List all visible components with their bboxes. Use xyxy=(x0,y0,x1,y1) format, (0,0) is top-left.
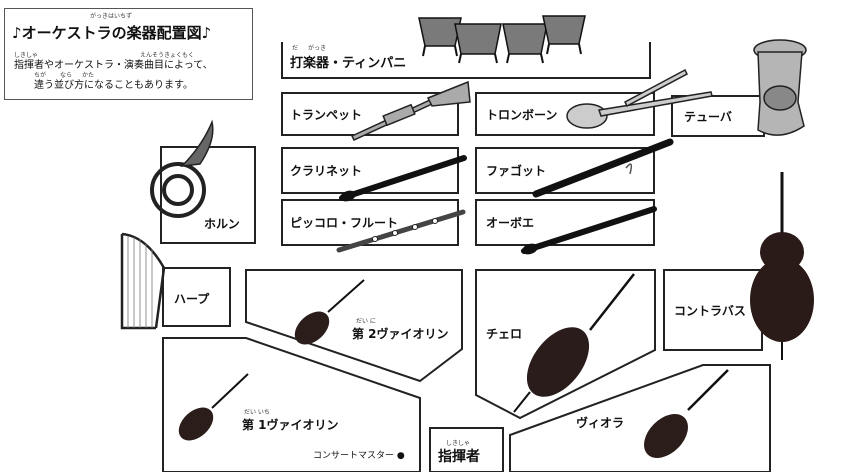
contrabass-label: コントラバス xyxy=(674,304,746,318)
violin-icon xyxy=(294,279,365,345)
horn-icon xyxy=(150,119,214,218)
viola-label: ヴィオラ xyxy=(576,416,625,430)
conductor-label: 指揮者 xyxy=(438,449,480,465)
contrabass-icon xyxy=(750,172,814,360)
clarinet-icon xyxy=(339,155,467,202)
cello-icon xyxy=(513,273,635,413)
trumpet-icon xyxy=(350,80,471,141)
conductor-box xyxy=(429,427,504,472)
oboe-box xyxy=(475,199,655,246)
subtitle-2-ruby-c: かた xyxy=(82,72,95,79)
tuba-icon xyxy=(753,39,807,136)
trumpet-label: トランペット xyxy=(290,108,363,122)
trombone-box xyxy=(475,92,655,136)
viola-box xyxy=(509,364,771,472)
clarinet-label: クラリネット xyxy=(290,164,363,178)
harp-label: ハープ xyxy=(174,292,210,306)
trumpet-box xyxy=(281,92,459,136)
title-box xyxy=(4,8,253,100)
flute-icon xyxy=(336,209,466,253)
oboe-label: オーボエ xyxy=(486,216,535,230)
percussion-ruby-a: だ xyxy=(292,45,299,52)
violin2-box xyxy=(245,269,463,383)
harp-icon xyxy=(120,232,166,330)
violin2-ruby: だい に xyxy=(356,318,376,325)
flute-label: ピッコロ・フルート xyxy=(290,216,399,230)
percussion-label: 打楽器・ティンパニ xyxy=(290,56,407,71)
violin2-label: 第 2ヴァイオリン xyxy=(352,327,449,341)
violin1-box xyxy=(162,337,421,472)
trombone-icon xyxy=(566,68,713,129)
tuba-label: テューバ xyxy=(684,110,732,124)
timpani-icon xyxy=(418,15,586,64)
concertmaster-label: コンサートマスター ● xyxy=(313,451,405,461)
conductor-ruby: しきしゃ xyxy=(446,440,471,447)
viola-icon xyxy=(644,369,729,458)
subtitle-line-2: 違う並び方になることもあります。 xyxy=(34,80,193,91)
subtitle-1-ruby-a: しきしゃ xyxy=(14,52,39,59)
title-ruby: がっきはいちず xyxy=(90,13,133,20)
trombone-label: トロンボーン xyxy=(486,108,558,122)
cello-box xyxy=(475,269,656,420)
subtitle-2-ruby-b: なら xyxy=(60,72,73,79)
violin-icon xyxy=(178,373,249,441)
cello-label: チェロ xyxy=(486,327,523,341)
bassoon-box xyxy=(475,147,655,194)
violin1-label: 第 1ヴァイオリン xyxy=(242,418,339,432)
harp-box xyxy=(162,267,231,327)
bassoon-icon xyxy=(532,138,674,198)
subtitle-line-1: 指揮者やオーケストラ・演奏曲目によって、 xyxy=(14,60,213,71)
flute-box xyxy=(281,199,459,246)
horn-label: ホルン xyxy=(204,217,240,231)
percussion-ruby-b: がっき xyxy=(308,45,327,52)
bassoon-label: ファゴット xyxy=(486,164,547,178)
percussion-box xyxy=(281,42,651,79)
title: ♪オーケストラの楽器配置図♪ xyxy=(12,24,212,42)
violin1-ruby: だい いち xyxy=(244,409,270,416)
clarinet-box xyxy=(281,147,459,194)
subtitle-2-ruby-a: ちが xyxy=(34,72,47,79)
subtitle-1-ruby-b: えんそうきょくもく xyxy=(140,52,195,59)
oboe-icon xyxy=(521,206,657,255)
